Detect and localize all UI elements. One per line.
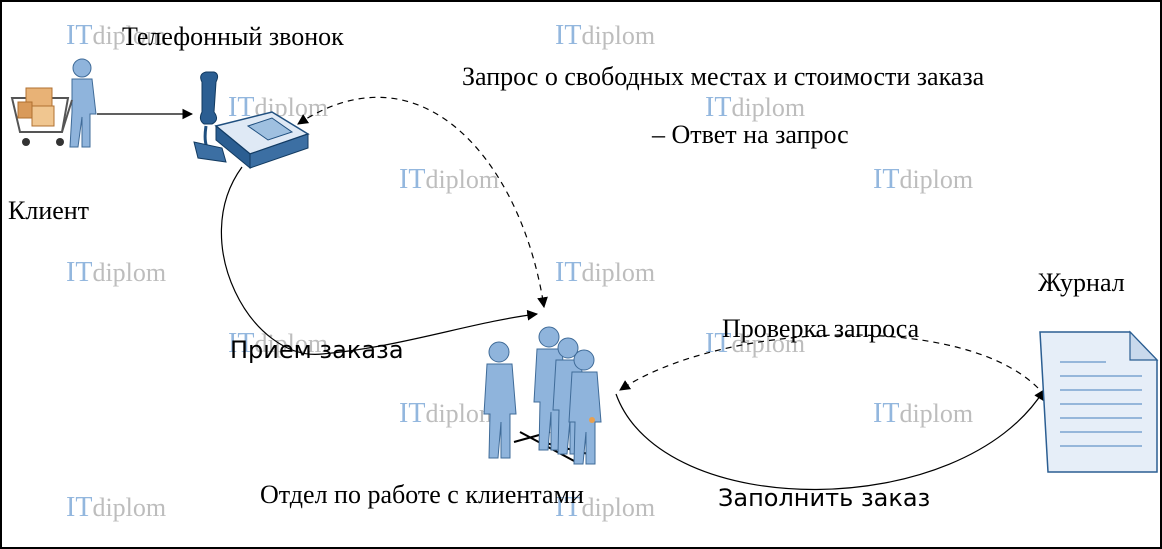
document-icon — [1039, 330, 1159, 473]
order-accept-label: Прием заказа — [230, 336, 404, 364]
watermark: ITdiplom — [66, 492, 167, 523]
watermark: ITdiplom — [66, 257, 167, 288]
answer-label: – Ответ на запрос — [652, 120, 849, 149]
department-label: Отдел по работе с клиентами — [260, 480, 584, 509]
request-label: Запрос о свободных местах и стоимости за… — [462, 62, 985, 91]
watermark: ITdiplom — [228, 92, 329, 123]
journal-label: Журнал — [1038, 268, 1125, 297]
check-request-label: Проверка запроса — [722, 314, 920, 343]
fill-order-label: Заполнить заказ — [718, 484, 931, 512]
request-dashed-arrow — [297, 96, 548, 309]
telephone-icon — [193, 71, 310, 170]
watermark: ITdiplom — [705, 328, 806, 359]
watermark: ITdiplom — [555, 20, 656, 51]
watermark: ITdiplom — [66, 20, 167, 51]
client-label: Клиент — [8, 196, 90, 225]
watermark: ITdiplom — [873, 164, 974, 195]
watermark: ITdiplom — [873, 398, 974, 429]
watermark: ITdiplom — [555, 492, 656, 523]
staff-group-icon — [483, 326, 602, 465]
check-request-dashed-arrow — [619, 334, 1039, 391]
order-accept-arrow — [220, 166, 539, 355]
watermark: ITdiplom — [705, 92, 806, 123]
phone-call-label: Телефонный звонок — [122, 22, 344, 51]
fill-order-arrow — [615, 389, 1045, 491]
watermark: ITdiplom — [555, 257, 656, 288]
shopper-cart-icon — [10, 58, 97, 148]
